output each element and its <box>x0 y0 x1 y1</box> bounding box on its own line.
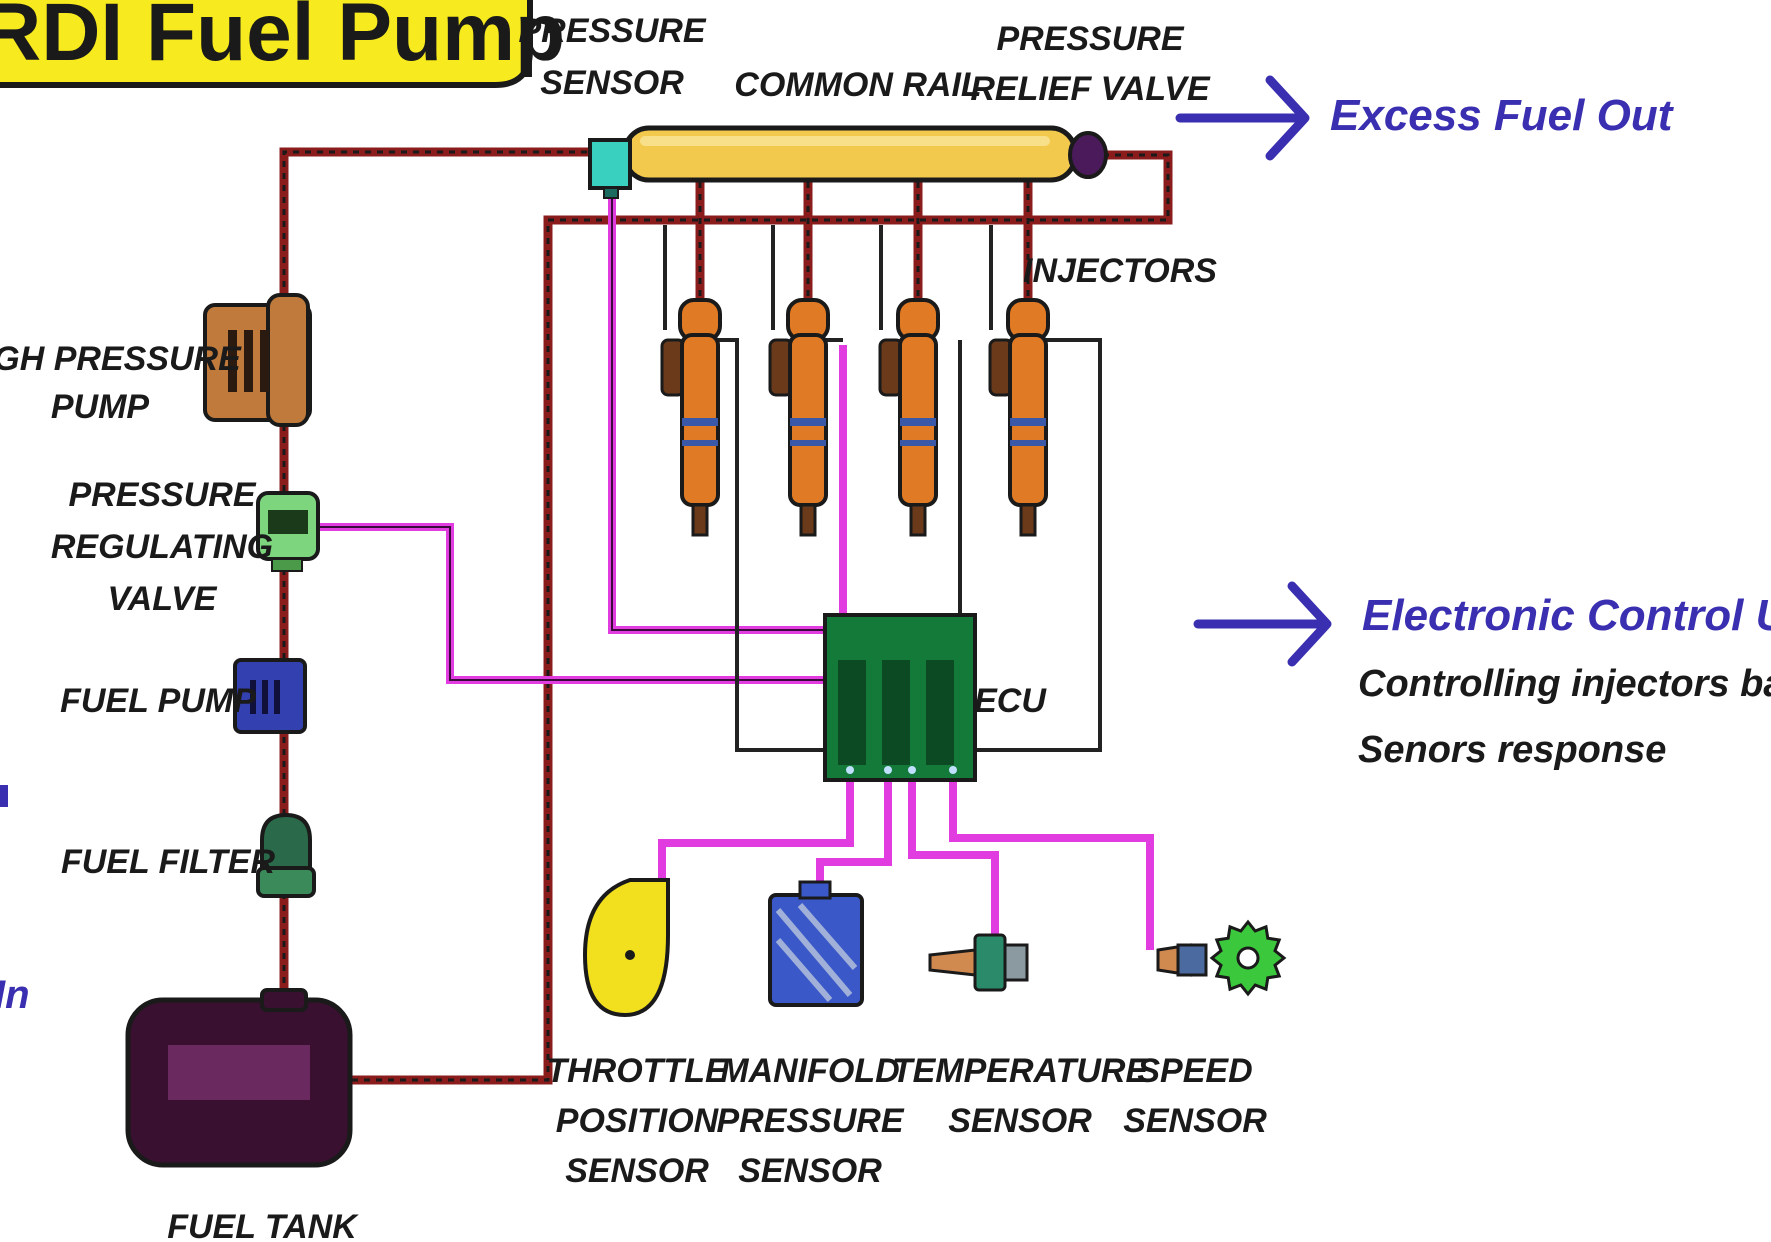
arrow-right-icon <box>1193 581 1332 667</box>
relief-valve-label-1: PRESSURE <box>996 20 1184 58</box>
ecu-pin <box>908 766 916 774</box>
high-pressure-pump-label-2: PUMP <box>51 388 150 426</box>
ecu-label: ECU <box>974 682 1047 720</box>
ecu-pin <box>846 766 854 774</box>
temperature-label-2: SENSOR <box>948 1102 1092 1140</box>
pressure-sensor-label-1: PRESSURE <box>518 12 706 50</box>
speed-sensor <box>1156 919 1287 997</box>
ecu <box>823 613 977 782</box>
common-rail <box>622 125 1078 183</box>
left-edge-partial-label: In <box>0 973 30 1017</box>
throttle-label-3: SENSOR <box>565 1152 709 1190</box>
injector-icon <box>988 298 1050 537</box>
fuel-pump-label: FUEL PUMP <box>60 682 256 720</box>
injector-icon <box>660 298 722 537</box>
fuel-pump <box>233 658 307 734</box>
injectors-label: INJECTORS <box>1023 252 1217 290</box>
regulating-valve-label-2: REGULATING <box>51 528 273 566</box>
injector-icon <box>878 298 940 537</box>
gear-icon <box>1209 919 1287 997</box>
fuel-lines <box>279 147 1173 1085</box>
electronic-control-unit-heading: Electronic Control Unit <box>1362 591 1771 640</box>
temperature-label-1: TEMPERATURE <box>892 1052 1150 1090</box>
manifold-label-1: MANIFOLD <box>720 1052 899 1090</box>
ecu-description-line-2: Senors response <box>1358 729 1666 771</box>
injector-icon <box>768 298 830 537</box>
manifold-pressure-sensor <box>768 880 864 1007</box>
ecu-pin <box>884 766 892 774</box>
injectors-group <box>660 298 1050 537</box>
common-rail-label: COMMON RAIL <box>734 66 981 104</box>
pressure-sensor <box>588 138 632 199</box>
fuel-filter <box>256 812 316 898</box>
injector-control-wires <box>663 225 1102 752</box>
fuel-line-dashes <box>282 150 1170 1082</box>
diagram-title: RDI Fuel Pump <box>0 0 565 78</box>
regulating-valve-label-3: VALVE <box>108 580 218 618</box>
pressure-relief-valve <box>1068 131 1108 179</box>
high-pressure-pump-label-1: HIGH PRESSURE <box>0 340 242 378</box>
fuel-supply-line <box>279 147 600 1055</box>
manifold-label-2: PRESSURE <box>716 1102 904 1140</box>
fuel-return-line <box>340 150 1173 1085</box>
pressure-sensor-label-2: SENSOR <box>540 64 684 102</box>
speed-label-2: SENSOR <box>1123 1102 1267 1140</box>
partial-arrow-left-edge <box>0 785 8 807</box>
high-pressure-pump <box>203 293 312 427</box>
fuel-filter-label: FUEL FILTER <box>61 843 276 881</box>
throttle-position-sensor <box>582 878 670 1018</box>
speed-label-1: SPEED <box>1137 1052 1252 1090</box>
arrow-right-icon <box>1175 75 1310 161</box>
pressure-regulating-valve <box>256 491 320 572</box>
ecu-pin <box>949 766 957 774</box>
ecu-description-line-1: Controlling injectors based on <box>1358 663 1771 705</box>
fuel-tank <box>125 988 353 1168</box>
throttle-label-2: POSITION <box>556 1102 720 1140</box>
relief-valve-label-2: RELIEF VALVE <box>970 70 1211 108</box>
excess-fuel-out-label: Excess Fuel Out <box>1330 91 1675 140</box>
throttle-label-1: THROTTLE <box>546 1052 729 1090</box>
temperature-sensor <box>928 933 1029 992</box>
fuel-tank-label: FUEL TANK <box>167 1208 359 1242</box>
regulating-valve-label-1: PRESSURE <box>68 476 256 514</box>
manifold-label-3: SENSOR <box>738 1152 882 1190</box>
title-banner: RDI Fuel Pump <box>0 0 565 88</box>
